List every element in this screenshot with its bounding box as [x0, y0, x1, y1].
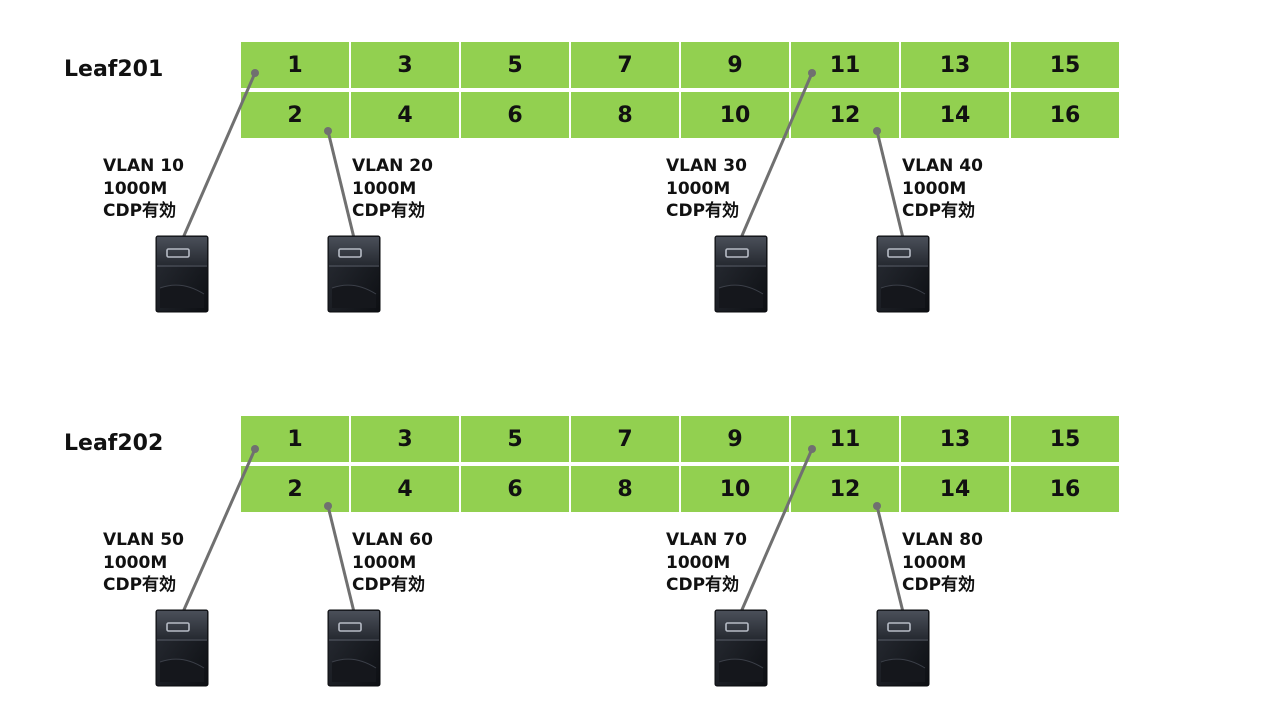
vlan-label: VLAN 20	[352, 156, 433, 176]
speed-label: 1000M	[902, 178, 967, 199]
vlan-label: VLAN 60	[352, 530, 433, 550]
host-config: VLAN 80 1000M CDP有効	[902, 529, 983, 597]
server-icon[interactable]	[876, 235, 930, 313]
port[interactable]: 15	[1009, 416, 1119, 462]
port[interactable]: 4	[349, 92, 459, 138]
port[interactable]: 9	[679, 416, 789, 462]
port-endpoint	[324, 502, 332, 510]
server-icon[interactable]	[714, 235, 768, 313]
vlan-label: VLAN 40	[902, 156, 983, 176]
port[interactable]: 8	[569, 466, 679, 512]
port[interactable]: 13	[899, 416, 1009, 462]
port-endpoint	[808, 445, 816, 453]
leaf-label: Leaf201	[64, 57, 164, 82]
port[interactable]: 13	[899, 42, 1009, 88]
server-icon[interactable]	[876, 609, 930, 687]
port[interactable]: 9	[679, 42, 789, 88]
port-endpoint	[808, 69, 816, 77]
port-row-even: 2 4 6 8 10 12 14 16	[241, 466, 1119, 512]
speed-label: 1000M	[666, 178, 731, 199]
leaf-label: Leaf202	[64, 431, 164, 456]
port[interactable]: 2	[241, 466, 349, 512]
link-line	[326, 130, 356, 239]
port-endpoint	[873, 502, 881, 510]
link-line	[326, 505, 356, 613]
port[interactable]: 7	[569, 416, 679, 462]
port[interactable]: 3	[349, 416, 459, 462]
port[interactable]: 1	[241, 416, 349, 462]
vlan-label: VLAN 70	[666, 530, 747, 550]
vlan-label: VLAN 30	[666, 156, 747, 176]
port-endpoint	[251, 69, 259, 77]
port[interactable]: 6	[459, 466, 569, 512]
speed-label: 1000M	[352, 552, 417, 573]
speed-label: 1000M	[103, 552, 168, 573]
port-row-odd: 1 3 5 7 9 11 13 15	[241, 416, 1119, 462]
cdp-label: CDP有効	[666, 201, 740, 221]
link-line	[875, 505, 905, 613]
cdp-label: CDP有効	[352, 575, 426, 595]
port-row-odd: 1 3 5 7 9 11 13 15	[241, 42, 1119, 88]
host-config: VLAN 40 1000M CDP有効	[902, 155, 983, 223]
vlan-label: VLAN 80	[902, 530, 983, 550]
port[interactable]: 3	[349, 42, 459, 88]
port[interactable]: 14	[899, 466, 1009, 512]
port[interactable]: 10	[679, 466, 789, 512]
port[interactable]: 14	[899, 92, 1009, 138]
server-icon[interactable]	[155, 235, 209, 313]
cdp-label: CDP有効	[666, 575, 740, 595]
link-line	[739, 72, 814, 239]
link-line	[739, 448, 814, 613]
host-config: VLAN 20 1000M CDP有効	[352, 155, 433, 223]
link-line	[181, 72, 257, 239]
port[interactable]: 15	[1009, 42, 1119, 88]
switch-port-grid: 1 3 5 7 9 11 13 15 2 4 6 8 10 12 14 16	[241, 42, 1119, 138]
port-endpoint	[873, 127, 881, 135]
port[interactable]: 8	[569, 92, 679, 138]
port[interactable]: 5	[459, 42, 569, 88]
link-line	[875, 130, 905, 239]
port[interactable]: 5	[459, 416, 569, 462]
server-icon[interactable]	[327, 235, 381, 313]
host-config: VLAN 70 1000M CDP有効	[666, 529, 747, 597]
port[interactable]: 1	[241, 42, 349, 88]
speed-label: 1000M	[103, 178, 168, 199]
cdp-label: CDP有効	[103, 575, 177, 595]
port[interactable]: 4	[349, 466, 459, 512]
port[interactable]: 6	[459, 92, 569, 138]
vlan-label: VLAN 10	[103, 156, 184, 176]
host-config: VLAN 50 1000M CDP有効	[103, 529, 184, 597]
port-endpoint	[251, 445, 259, 453]
port[interactable]: 16	[1009, 92, 1119, 138]
link-line	[181, 448, 257, 613]
host-config: VLAN 60 1000M CDP有効	[352, 529, 433, 597]
cdp-label: CDP有効	[902, 575, 976, 595]
cdp-label: CDP有効	[902, 201, 976, 221]
speed-label: 1000M	[666, 552, 731, 573]
server-icon[interactable]	[327, 609, 381, 687]
server-icon[interactable]	[714, 609, 768, 687]
port[interactable]: 11	[789, 416, 899, 462]
port[interactable]: 7	[569, 42, 679, 88]
cdp-label: CDP有効	[103, 201, 177, 221]
server-icon[interactable]	[155, 609, 209, 687]
port-endpoint	[324, 127, 332, 135]
vlan-label: VLAN 50	[103, 530, 184, 550]
cdp-label: CDP有効	[352, 201, 426, 221]
speed-label: 1000M	[902, 552, 967, 573]
host-config: VLAN 10 1000M CDP有効	[103, 155, 184, 223]
speed-label: 1000M	[352, 178, 417, 199]
port[interactable]: 12	[789, 466, 899, 512]
switch-port-grid: 1 3 5 7 9 11 13 15 2 4 6 8 10 12 14 16	[241, 416, 1119, 512]
port[interactable]: 16	[1009, 466, 1119, 512]
port[interactable]: 10	[679, 92, 789, 138]
host-config: VLAN 30 1000M CDP有効	[666, 155, 747, 223]
